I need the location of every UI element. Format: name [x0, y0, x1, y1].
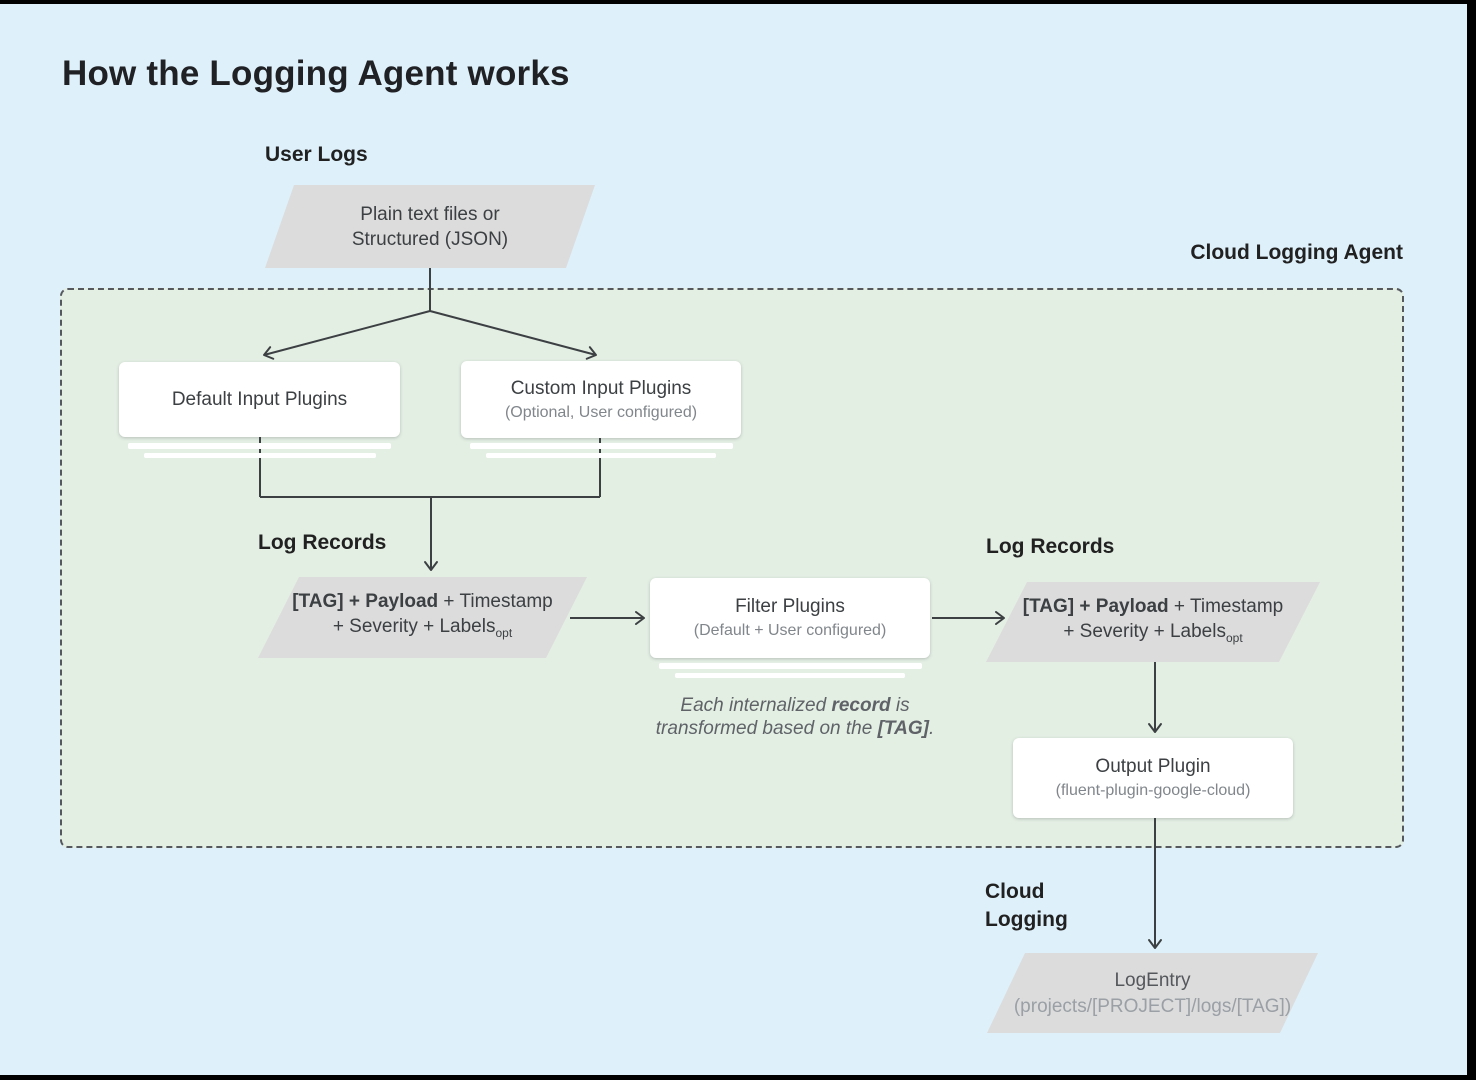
- shape-log-record-right: [TAG] + Payload + Timestamp + Severity +…: [986, 582, 1320, 662]
- record-left-rest: + Timestamp: [438, 591, 553, 613]
- record-right-line2: + Severity + Labels: [1063, 620, 1226, 642]
- stacked-pages-bar: [486, 453, 716, 458]
- note-line2-bold: [TAG]: [877, 718, 929, 739]
- stacked-pages-bar: [128, 443, 391, 449]
- label-user-logs: User Logs: [265, 143, 368, 166]
- note-line2-post: .: [928, 718, 935, 739]
- note-line1-pre: Each internalized: [680, 695, 832, 716]
- user-logs-line2: Structured (JSON): [351, 228, 509, 250]
- stacked-pages-bar: [675, 673, 905, 678]
- record-left-bold: [TAG] + Payload: [292, 591, 439, 613]
- note-line1-post: is: [890, 695, 910, 716]
- page-title: How the Logging Agent works: [62, 54, 570, 93]
- label-cloud-logging-agent: Cloud Logging Agent: [1190, 241, 1403, 264]
- record-right-sub: opt: [1225, 630, 1243, 645]
- filter-subtitle: (Default + User configured): [693, 622, 887, 639]
- record-right-bold: [TAG] + Payload: [1022, 595, 1169, 617]
- diagram-page: How the Logging Agent works User Logs Cl…: [0, 4, 1467, 1075]
- logentry-title: LogEntry: [1114, 969, 1191, 991]
- record-left-sub: opt: [495, 625, 513, 640]
- shape-log-entry: LogEntry (projects/[PROJECT]/logs/[TAG]): [987, 953, 1318, 1033]
- stacked-pages-bar: [659, 663, 922, 669]
- label-log-records-right: Log Records: [986, 535, 1115, 558]
- node-filter-plugins: Filter Plugins (Default + User configure…: [650, 578, 930, 658]
- user-logs-line1: Plain text files or: [360, 203, 500, 225]
- output-subtitle: (fluent-plugin-google-cloud): [1055, 782, 1251, 799]
- diagram-canvas: How the Logging Agent works User Logs Cl…: [0, 4, 1467, 1075]
- stacked-pages-bar: [470, 443, 733, 449]
- shape-log-record-left: [TAG] + Payload + Timestamp + Severity +…: [258, 577, 587, 658]
- node-default-input-plugins: Default Input Plugins: [119, 362, 400, 437]
- node-custom-input-plugins: Custom Input Plugins (Optional, User con…: [461, 361, 741, 438]
- label-cloud-logging: Cloud Logging: [985, 880, 1068, 931]
- default-input-title: Default Input Plugins: [171, 388, 348, 410]
- record-left-line2: + Severity + Labels: [332, 616, 496, 638]
- node-output-plugin: Output Plugin (fluent-plugin-google-clou…: [1013, 738, 1293, 818]
- filter-note: Each internalized record is transformed …: [630, 694, 960, 740]
- note-line1-bold: record: [831, 695, 891, 716]
- logentry-subtitle: (projects/[PROJECT]/logs/[TAG]): [1013, 995, 1292, 1017]
- custom-input-subtitle: (Optional, User configured): [504, 403, 698, 421]
- label-log-records-left: Log Records: [258, 531, 387, 554]
- output-title: Output Plugin: [1095, 756, 1211, 777]
- filter-title: Filter Plugins: [735, 596, 845, 617]
- shape-user-logs-input: Plain text files or Structured (JSON): [265, 185, 595, 268]
- record-right-rest: + Timestamp: [1168, 595, 1284, 617]
- stacked-pages-bar: [144, 453, 376, 458]
- note-line2-pre: transformed based on the: [655, 718, 878, 739]
- custom-input-title: Custom Input Plugins: [510, 377, 692, 399]
